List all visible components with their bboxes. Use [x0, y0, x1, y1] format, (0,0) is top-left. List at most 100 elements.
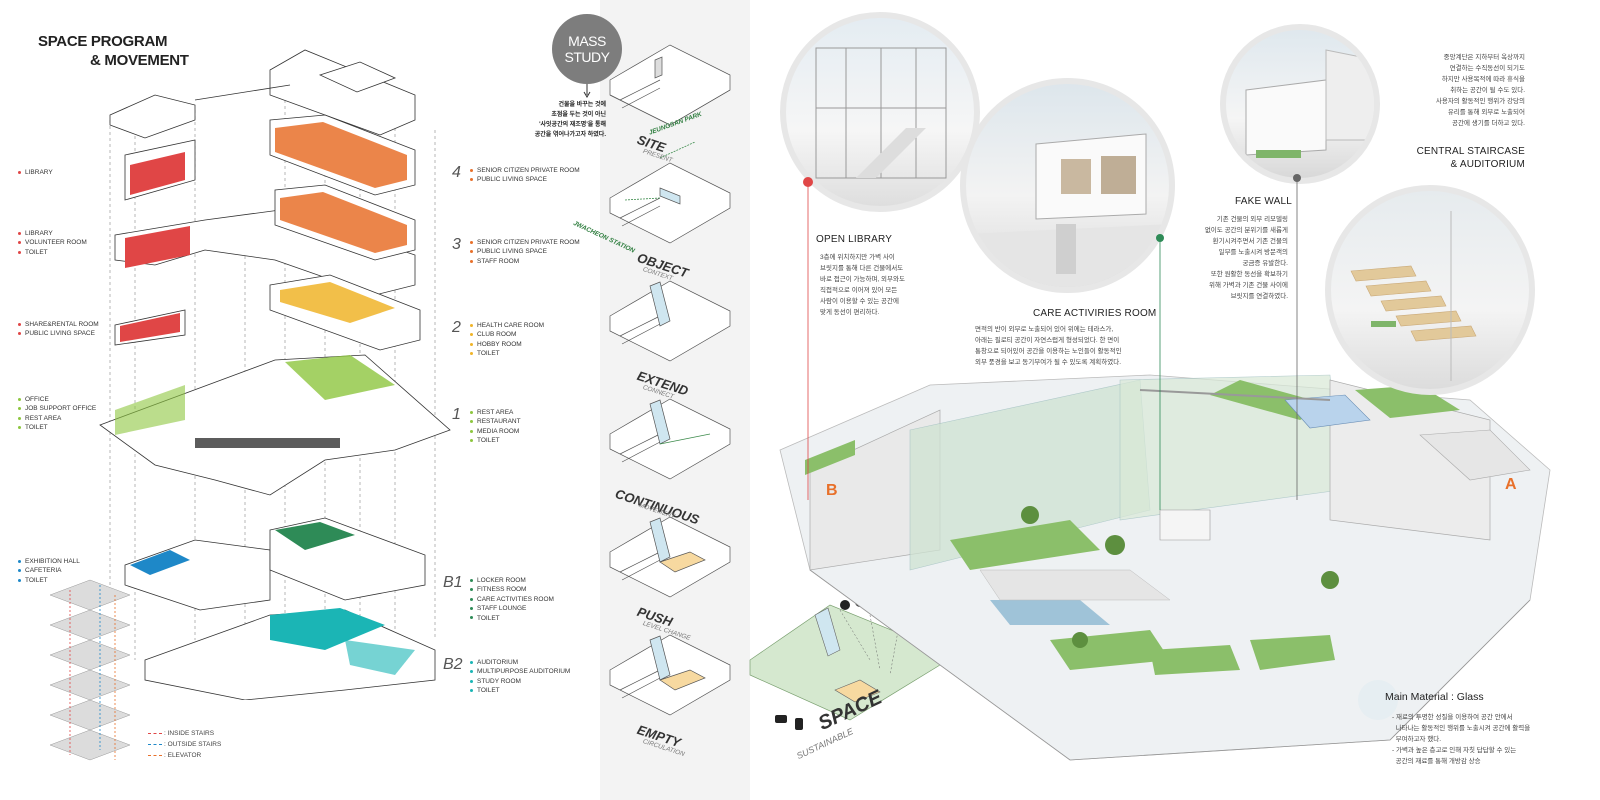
- fake-wall-title: FAKE WALL: [1235, 196, 1293, 207]
- bullet-dot-icon: [470, 178, 473, 182]
- text-line: 바로 접근이 가능하며, 외부와도: [820, 276, 905, 283]
- section-title-space-program: SPACE PROGRAM & MOVEMENT: [38, 32, 189, 70]
- program-label: HEALTH CARE ROOM: [470, 321, 544, 330]
- legend-item: : ELEVATOR: [148, 750, 221, 761]
- program-label: REST AREA: [18, 414, 96, 423]
- program-label-text: LIBRARY: [25, 169, 53, 176]
- material-note-line: - 재료의 투명한 성질을 이용하여 공간 안에서: [1392, 714, 1513, 721]
- bullet-dot-icon: [470, 168, 473, 172]
- left-label-group: LIBRARY: [18, 168, 53, 177]
- material-notes: - 재료의 투명한 성질을 이용하여 공간 안에서 나타나는 활동적인 행위를 …: [1392, 712, 1530, 767]
- program-label-text: REST AREA: [25, 414, 62, 422]
- bullet-dot-icon: [18, 231, 21, 235]
- bullet-dot-icon: [18, 578, 21, 582]
- mass-study-line-1: MASS: [568, 33, 606, 49]
- care-activities-title: CARE ACTIVIRIES ROOM: [1033, 308, 1157, 319]
- program-label-text: MULTIPURPOSE AUDITORIUM: [477, 668, 571, 676]
- program-label: SENIOR CITIZEN PRIVATE ROOM: [470, 166, 580, 175]
- program-label-text: TOILET: [477, 687, 500, 695]
- bullet-dot-icon: [18, 322, 21, 326]
- bullet-dot-icon: [470, 420, 473, 424]
- legend-label: : INSIDE STAIRS: [164, 730, 215, 737]
- mass-study-diagrams: [609, 44, 731, 716]
- text-line: 3층에 위치하지만 가벽 사이: [820, 254, 895, 261]
- material-swatch: [1358, 680, 1398, 720]
- legend-line-icon: [148, 754, 162, 756]
- program-label: MULTIPURPOSE AUDITORIUM: [470, 667, 570, 676]
- program-label: MEDIA ROOM: [470, 427, 521, 436]
- text-line: 맞게 동선이 편리하다.: [820, 309, 880, 316]
- program-label: CLUB ROOM: [470, 330, 544, 339]
- program-label: SENIOR CITIZEN PRIVATE ROOM: [470, 238, 580, 247]
- program-label: CARE ACTIVITIES ROOM: [470, 595, 554, 604]
- bullet-dot-icon: [470, 259, 473, 263]
- legend-line-icon: [148, 743, 162, 745]
- program-label-text: CARE ACTIVITIES ROOM: [477, 595, 554, 603]
- floor-number: 3: [452, 236, 461, 253]
- bullet-dot-icon: [470, 410, 473, 414]
- program-label: OFFICE: [18, 395, 96, 404]
- program-label-text: STAFF ROOM: [477, 257, 520, 265]
- bullet-dot-icon: [470, 660, 473, 664]
- program-label: STAFF LOUNGE: [470, 604, 554, 613]
- text-line: 기존 건물의 외부 리모델링: [1216, 216, 1288, 223]
- central-staircase-title: CENTRAL STAIRCASE & AUDITORIUM: [1410, 145, 1525, 171]
- program-label-text: VOLUNTEER ROOM: [25, 239, 87, 247]
- program-label: TOILET: [470, 436, 521, 445]
- text-line: 브릿지를 통해 다른 건물에서도: [820, 265, 904, 272]
- program-label-text: CAFETERIA: [25, 567, 62, 575]
- bubble-open-library: [780, 12, 980, 212]
- mass-note-line: 건물을 바꾸는 것에: [558, 102, 607, 108]
- program-label: TOILET: [470, 614, 554, 623]
- bullet-dot-icon: [18, 332, 21, 336]
- program-label: TOILET: [470, 349, 544, 358]
- text-line: 아래는 필로티 공간이 자연스럽게 형성되었다. 한 면이: [975, 337, 1120, 344]
- program-label: TOILET: [18, 423, 96, 432]
- program-label-text: STAFF LOUNGE: [477, 605, 527, 613]
- material-note-line: 부여하고자 했다.: [1392, 736, 1442, 743]
- program-label: AUDITORIUM: [470, 658, 570, 667]
- program-label: FITNESS ROOM: [470, 585, 554, 594]
- bullet-dot-icon: [470, 250, 473, 254]
- program-label-text: RESTAURANT: [477, 418, 521, 426]
- bullet-dot-icon: [470, 333, 473, 337]
- floor-number: 1: [452, 406, 461, 423]
- program-label-text: TOILET: [477, 350, 500, 358]
- program-label-text: CLUB ROOM: [477, 331, 517, 339]
- program-label: SHARE&RENTAL ROOM: [18, 320, 99, 329]
- program-label: LOCKER ROOM: [470, 576, 554, 585]
- space-sustainable-diagram: [749, 596, 940, 730]
- program-label-text: LOCKER ROOM: [477, 577, 526, 584]
- text-line: 면적의 반이 외부로 노출되어 있어 위에는 테라스가,: [975, 326, 1114, 333]
- program-label-text: TOILET: [477, 614, 500, 622]
- text-line: 또한 원활한 동선을 확보하기: [1210, 271, 1288, 278]
- material-title: Main Material : Glass: [1385, 691, 1484, 703]
- material-note-line: 공간의 재료를 통해 개방감 상승: [1392, 758, 1481, 765]
- program-label: PUBLIC LIVING SPACE: [470, 175, 580, 184]
- text-line: 하지만 사용목적에 따라 휴식을: [1441, 76, 1525, 83]
- bullet-dot-icon: [18, 569, 21, 573]
- central-title-line-2: & AUDITORIUM: [1450, 159, 1525, 170]
- program-label-text: TOILET: [25, 424, 48, 432]
- program-label: REST AREA: [470, 408, 521, 417]
- bullet-dot-icon: [18, 559, 21, 563]
- program-label: EXHIBITION HALL: [18, 557, 80, 566]
- exploded-axonometric-drawing: [99, 49, 451, 700]
- program-label-text: PUBLIC LIVING SPACE: [477, 176, 547, 184]
- open-library-title: OPEN LIBRARY: [816, 234, 893, 245]
- legend-line-icon: [148, 732, 162, 734]
- program-label-text: HOBBY ROOM: [477, 340, 522, 348]
- vertical-circulation-diagram: [49, 579, 131, 761]
- program-label-text: SENIOR CITIZEN PRIVATE ROOM: [477, 239, 580, 246]
- text-line: 직접적으로 이어져 있어 모든: [820, 287, 898, 294]
- bullet-dot-icon: [470, 689, 473, 692]
- program-label: STUDY ROOM: [470, 677, 570, 686]
- program-label: CAFETERIA: [18, 566, 80, 575]
- program-label: LIBRARY: [18, 168, 53, 177]
- bullet-dot-icon: [470, 588, 473, 592]
